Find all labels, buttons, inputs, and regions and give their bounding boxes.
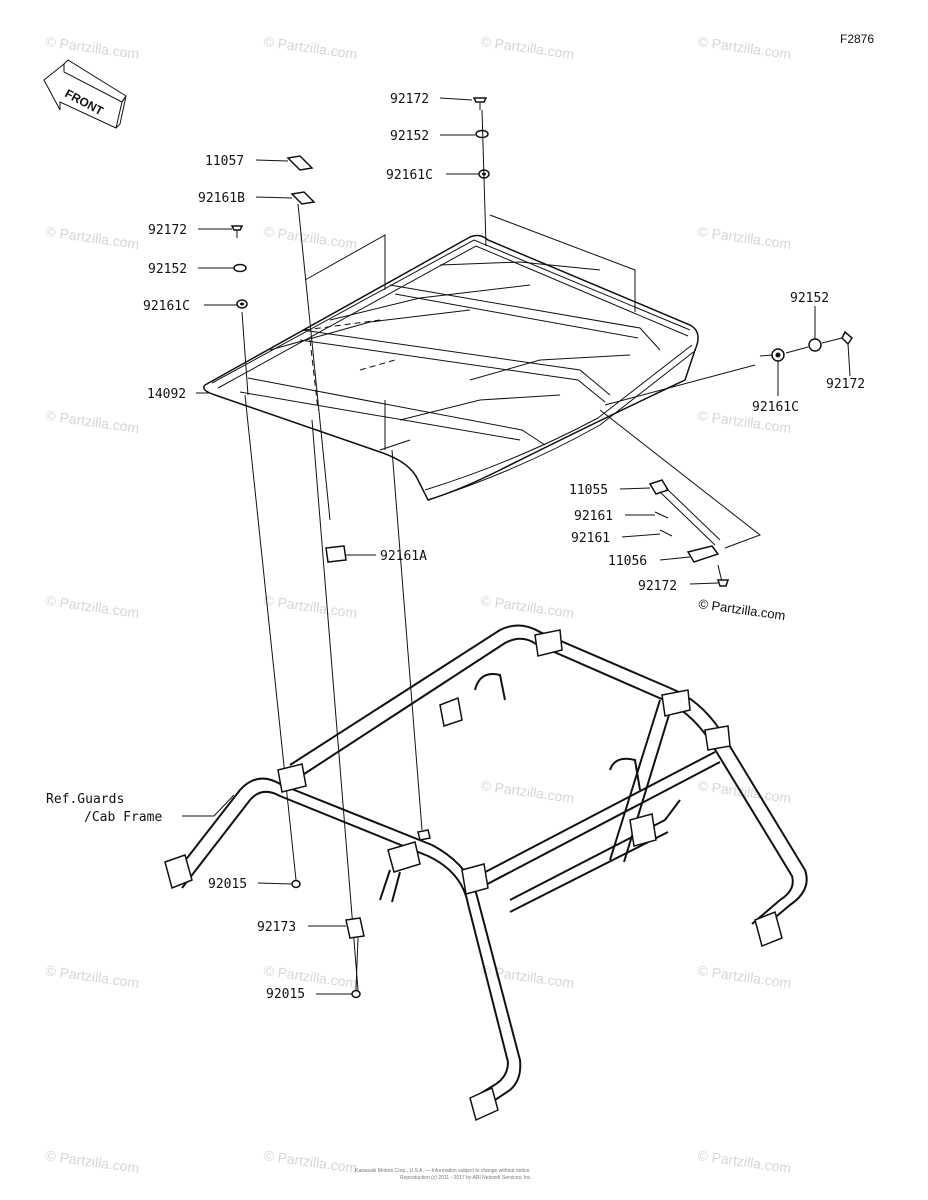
part-label-14092: 14092	[147, 387, 186, 402]
watermark: © Partzilla.com	[45, 223, 141, 252]
watermark: © Partzilla.com	[697, 33, 793, 62]
part-label-92161: 92161	[574, 509, 613, 524]
part-label-92161B: 92161B	[198, 191, 245, 206]
watermark: © Partzilla.com	[263, 223, 359, 252]
front-arrow-icon: FRONT	[43, 59, 127, 129]
cab-frame	[164, 624, 808, 1122]
roof-panel	[203, 234, 699, 501]
watermark-layer: © Partzilla.com © Partzilla.com © Partzi…	[45, 33, 793, 1176]
watermark: © Partzilla.com	[480, 962, 576, 991]
part-label-92152: 92152	[390, 129, 429, 144]
part-label-92172: 92172	[390, 92, 429, 107]
top-fastener-stack	[472, 97, 490, 247]
watermark: © Partzilla.com	[263, 1147, 359, 1176]
copyright-mark: © Partzilla.com	[698, 596, 787, 623]
part-label-11055: 11055	[569, 483, 608, 498]
pad-92161A	[325, 545, 347, 563]
watermark: © Partzilla.com	[263, 33, 359, 62]
watermark: © Partzilla.com	[480, 33, 576, 62]
part-label-92152: 92152	[790, 291, 829, 306]
leader-line	[244, 394, 297, 881]
part-label-92173: 92173	[257, 920, 296, 935]
part-label-92161C: 92161C	[752, 400, 799, 415]
footer-line-1: Kawasaki Motors Corp., U.S.A. — Informat…	[355, 1168, 531, 1174]
part-label-11056: 11056	[608, 554, 647, 569]
left-fastener-stack	[230, 225, 249, 396]
part-label-92152: 92152	[148, 262, 187, 277]
part-label-92172: 92172	[148, 223, 187, 238]
watermark: © Partzilla.com	[45, 592, 141, 621]
part-labels: 92172 92152 92161C 11057 92161B 92172 92…	[46, 92, 865, 1002]
right-fastener-stack	[759, 330, 853, 362]
bracket-11057	[286, 155, 331, 521]
watermark: © Partzilla.com	[697, 1147, 793, 1176]
part-label-92161A: 92161A	[380, 549, 427, 564]
part-label-92172: 92172	[826, 377, 865, 392]
watermark: © Partzilla.com	[697, 223, 793, 252]
reference-label-guards: Ref.Guards	[46, 792, 124, 807]
part-label-92015: 92015	[208, 877, 247, 892]
lower-fasteners	[291, 829, 431, 999]
watermark: © Partzilla.com	[263, 592, 359, 621]
leader-line	[311, 419, 359, 991]
watermark: © Partzilla.com	[697, 962, 793, 991]
watermark: © Partzilla.com	[45, 33, 141, 62]
watermark: © Partzilla.com	[480, 777, 576, 806]
watermark: © Partzilla.com	[45, 1147, 141, 1176]
part-label-92172: 92172	[638, 579, 677, 594]
leader-line	[391, 449, 423, 831]
watermark: © Partzilla.com	[45, 407, 141, 436]
part-label-92161C: 92161C	[143, 299, 190, 314]
part-label-92161: 92161	[571, 531, 610, 546]
bracket-assembly-11055	[648, 479, 730, 587]
reference-label-cab-frame: /Cab Frame	[84, 810, 162, 825]
part-label-11057: 11057	[205, 154, 244, 169]
part-label-92015: 92015	[266, 987, 305, 1002]
diagram-code: F2876	[840, 32, 874, 46]
watermark: © Partzilla.com	[697, 777, 793, 806]
footer-line-2: Reproduction (c) 2011 - 2017 by ARI Netw…	[400, 1175, 532, 1181]
watermark: © Partzilla.com	[480, 592, 576, 621]
part-label-92161C: 92161C	[386, 168, 433, 183]
watermark: © Partzilla.com	[45, 962, 141, 991]
